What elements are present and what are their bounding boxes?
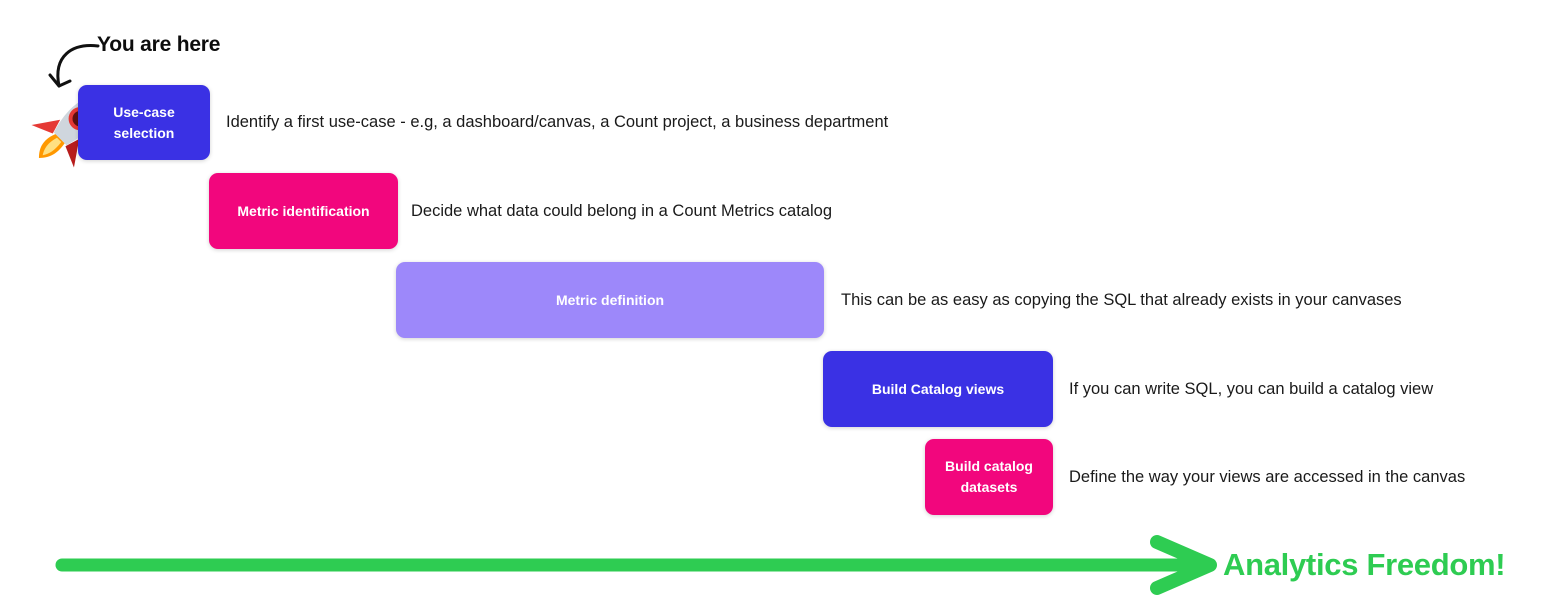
step-label: Use-case selection [113,103,175,141]
step-label: Build Catalog views [871,380,1005,397]
curved-pointer-arrow-icon [48,44,100,88]
step-description: Decide what data could belong in a Count… [411,201,832,220]
step-description: Define the way your views are accessed i… [1069,467,1466,486]
step-label: Metric identification [237,202,370,219]
step-box-metric-identification: Metric identification [209,173,398,249]
step-description: Identify a first use-case - e.g, a dashb… [226,113,889,131]
step-box-use-case-selection: Use-case selection [78,85,210,160]
analytics-freedom-label: Analytics Freedom! [1223,547,1506,582]
step-description: If you can write SQL, you can build a ca… [1069,379,1434,398]
step-label: Metric definition [555,291,665,308]
progress-arrow-icon [55,535,1217,595]
step-label: Build catalog datasets [945,458,1033,495]
you-are-here-label: You are here [97,33,221,56]
step-box-build-catalog-views: Build Catalog views [823,351,1053,427]
step-box-build-catalog-datasets: Build catalog datasets [925,439,1053,515]
step-description: This can be as easy as copying the SQL t… [841,290,1402,309]
step-box-metric-definition: Metric definition [396,262,824,338]
